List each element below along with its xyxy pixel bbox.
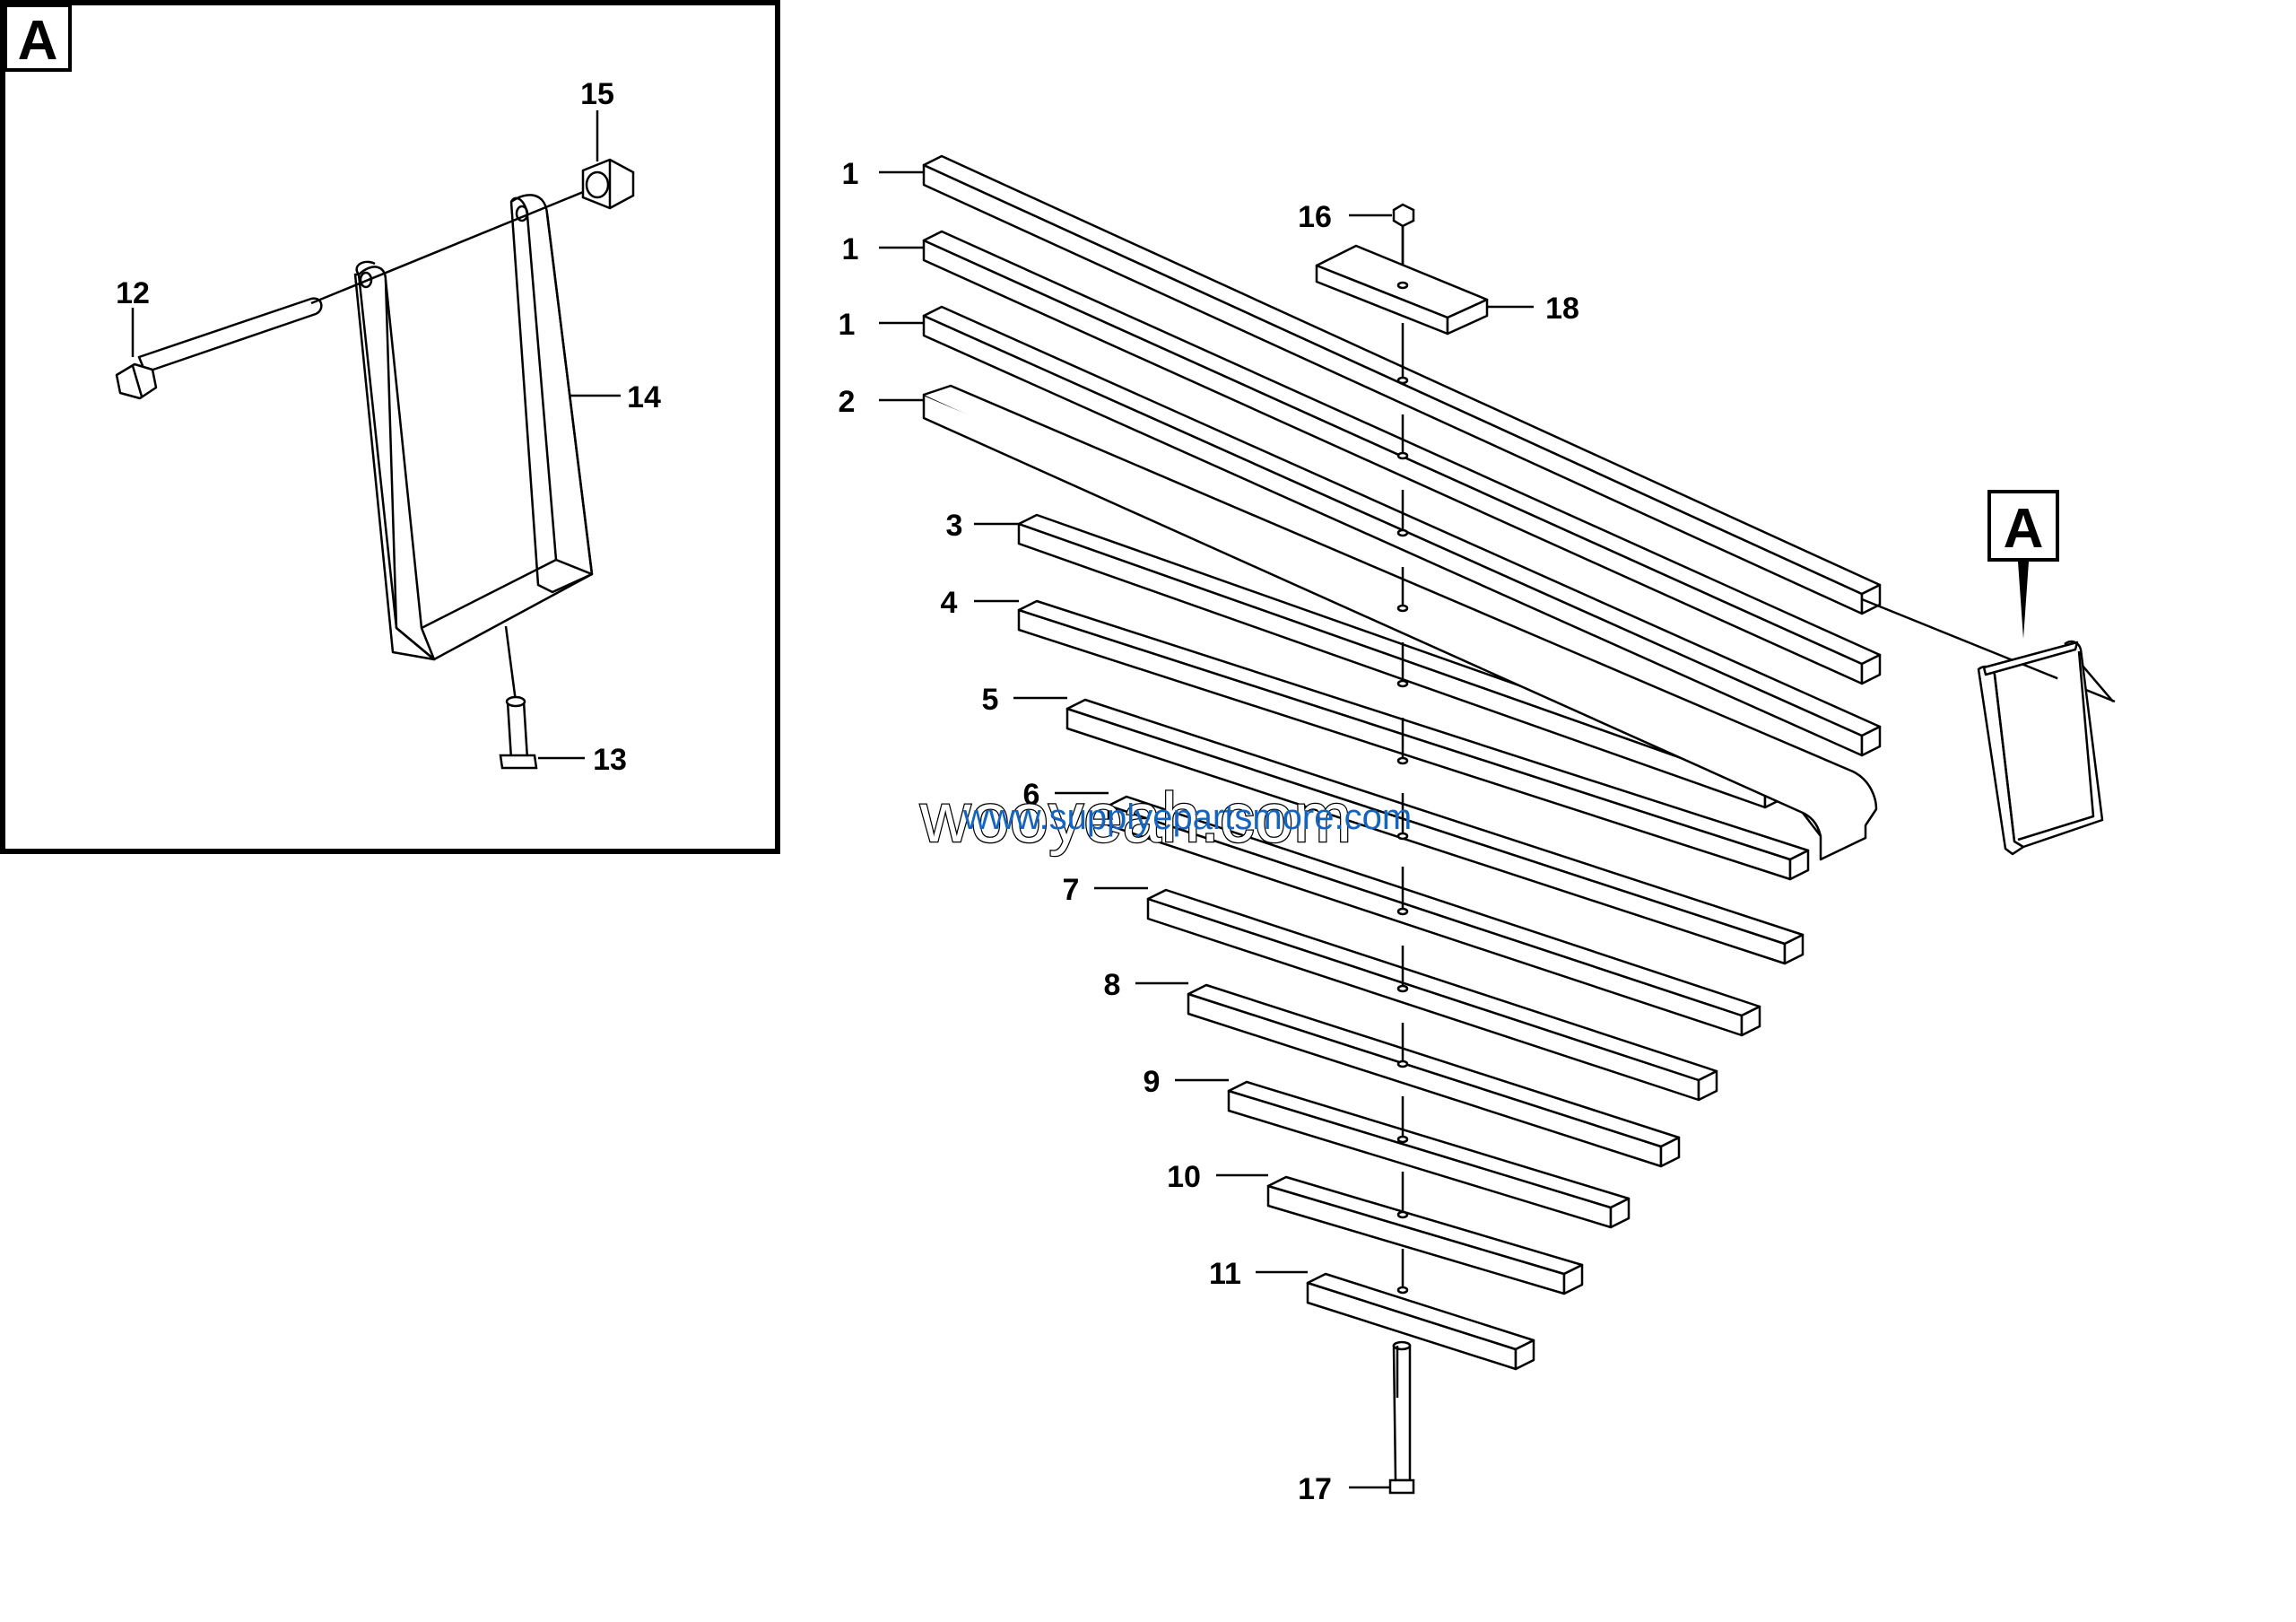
- callout-5: 5: [982, 683, 999, 717]
- callout-6: 6: [1023, 778, 1040, 812]
- callout-1-middle: 1: [842, 232, 859, 266]
- leaf-9: [1227, 1080, 1631, 1229]
- callout-2: 2: [839, 385, 856, 419]
- callout-18: 18: [1545, 292, 1579, 326]
- watermark-site: www.supplyepartsmore.com: [962, 798, 1412, 837]
- callout-4: 4: [941, 586, 958, 620]
- watermark: wooyeah.com www.supplyepartsmore.com: [918, 777, 1412, 859]
- center-bolt-part: [1388, 1340, 1415, 1495]
- leaf-11: [1306, 1272, 1535, 1371]
- callout-7: 7: [1063, 873, 1080, 907]
- leaf-10: [1266, 1175, 1584, 1295]
- bracket-part: [353, 194, 594, 661]
- panel-leader-lines: [131, 110, 621, 760]
- callout-11: 11: [1209, 1257, 1241, 1291]
- leaf-6: [1107, 795, 1761, 1037]
- callout-8: 8: [1104, 968, 1121, 1002]
- detail-a-badge: A: [18, 10, 58, 72]
- shackle-part: [1977, 640, 2104, 856]
- callout-16: 14: [627, 380, 661, 414]
- callout-a-badge: A: [2004, 498, 2044, 560]
- callout-9: 9: [1144, 1065, 1161, 1099]
- leaf-5: [1065, 698, 1805, 965]
- leaf-4: [1017, 599, 1810, 881]
- callout-15: 13: [593, 743, 627, 777]
- nut-part: [581, 158, 635, 210]
- callout-1-top: 1: [842, 157, 859, 191]
- main-leader-lines: [879, 170, 1534, 1489]
- callout-1-lower: 1: [839, 308, 856, 342]
- callout-12: 16: [1298, 200, 1332, 234]
- shackle-callout: A: [1987, 490, 2059, 639]
- leaf-7: [1146, 888, 1718, 1102]
- callout-3: 3: [946, 509, 963, 543]
- spacer-plate-part: [1315, 244, 1489, 336]
- pin-axis-line: [504, 625, 517, 702]
- pin-part: [499, 695, 538, 770]
- callout-14: 12: [116, 276, 150, 310]
- callout-10: 10: [1167, 1160, 1201, 1194]
- detail-a-panel: A: [0, 0, 780, 854]
- assembly-axis-line: [310, 187, 593, 305]
- watermark-brand: wooyeah.com: [919, 778, 1352, 857]
- callout-labels: 12 15 14 13 1 1 1 2 3 4 5 6 7 8 9 10 11 …: [116, 77, 1579, 1506]
- leaf-spring-assembly: A: [879, 154, 2116, 1495]
- callout-17: 15: [580, 77, 614, 111]
- callout-13: 17: [1298, 1472, 1332, 1506]
- leaf-8: [1187, 983, 1681, 1168]
- bolt-part: [115, 297, 323, 400]
